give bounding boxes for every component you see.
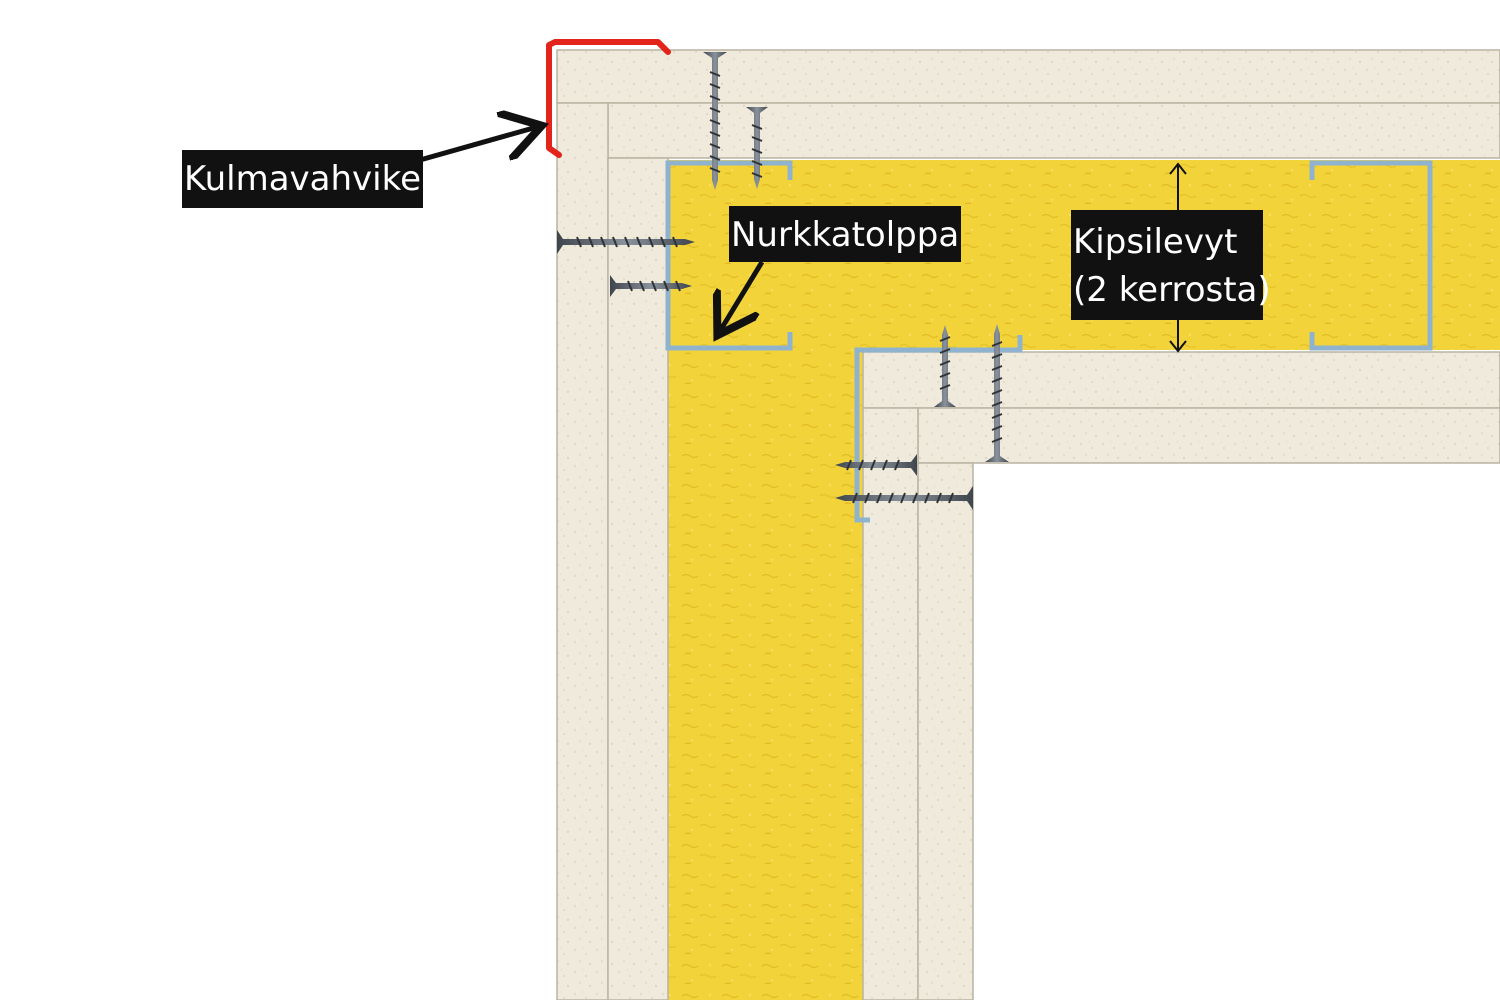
- corner-stud-profile: [665, 160, 793, 351]
- screw-icon: [835, 454, 917, 476]
- screw-icon: [985, 324, 1009, 462]
- screws: [557, 52, 1009, 510]
- label-gypsum-boards: Kipsilevyt (2 kerrosta): [1071, 210, 1271, 320]
- arrow-icon: [720, 260, 765, 331]
- screw-icon: [610, 275, 692, 297]
- insulation: [668, 160, 1500, 1000]
- label-gypsum-boards-line1: Kipsilevyt: [1073, 222, 1238, 262]
- screw-icon: [557, 230, 695, 254]
- corner-bead: [546, 39, 671, 158]
- inner-gypsum-boards: [862, 351, 1500, 1000]
- screw-icon: [703, 52, 727, 190]
- right-stud-profile: [1309, 160, 1433, 351]
- label-corner-bead: Kulmavahvike: [182, 150, 424, 208]
- arrow-icon: [419, 127, 537, 163]
- label-corner-stud: Nurkkatolppa: [729, 206, 962, 262]
- steel-profiles: [665, 160, 1433, 523]
- label-gypsum-boards-line2: (2 kerrosta): [1073, 270, 1271, 310]
- screw-icon: [934, 325, 956, 407]
- screw-icon: [835, 486, 973, 510]
- screw-icon: [746, 107, 768, 189]
- inner-corner-profile: [854, 335, 1023, 523]
